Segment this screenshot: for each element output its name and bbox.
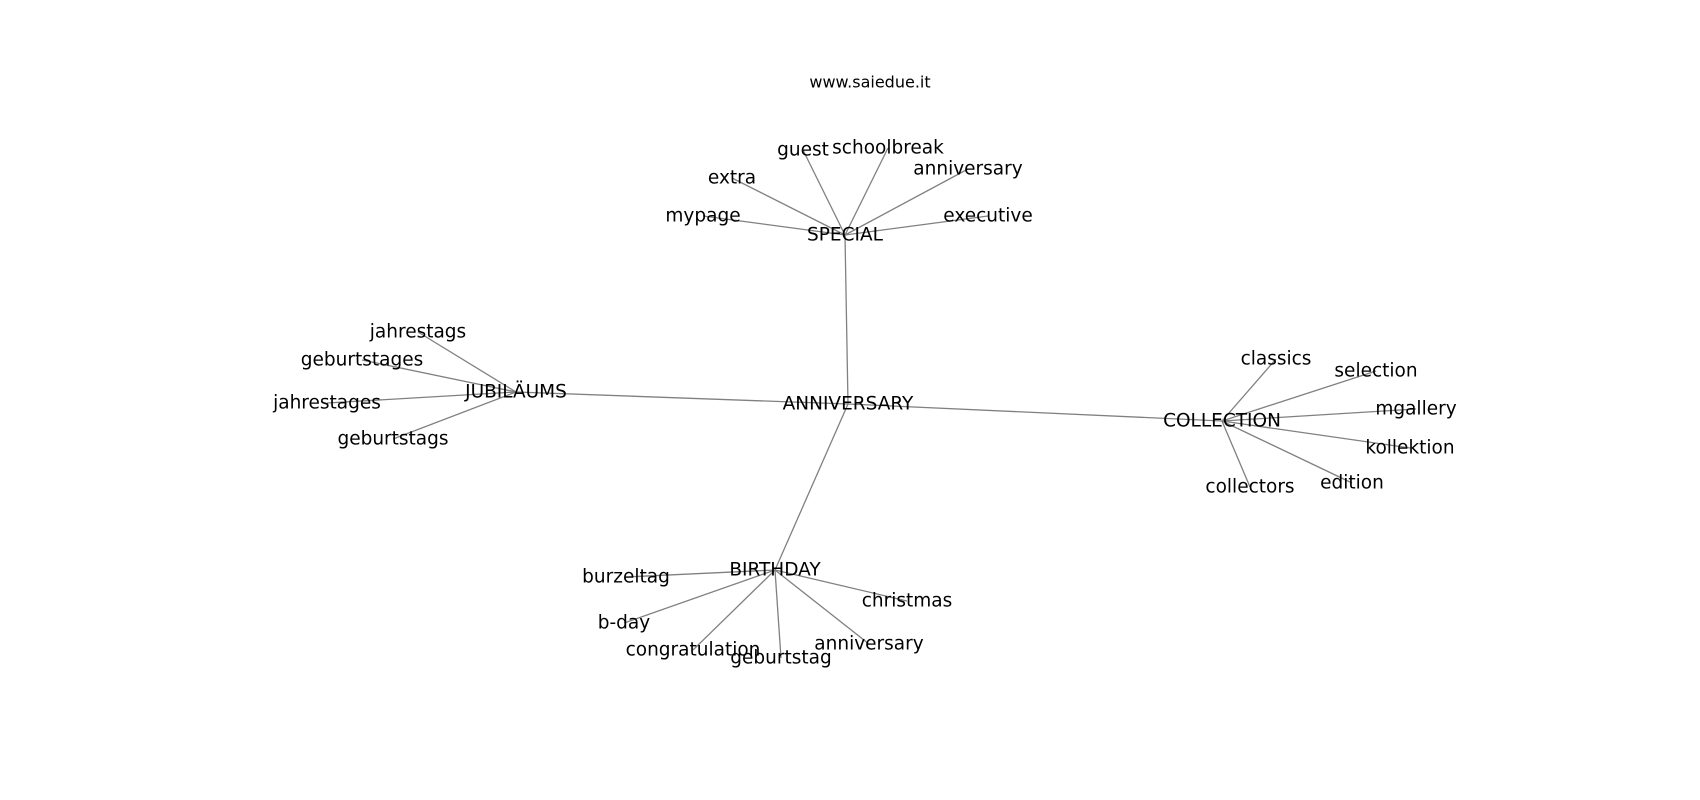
edge-jubil-ums-leaf-1 [361, 359, 517, 393]
leaf-node-collection-4: collectors [1205, 477, 1294, 498]
edge-special-leaf-4 [702, 215, 846, 236]
edge-birthday-leaf-2 [692, 569, 776, 651]
leaf-node-jubil-ums-1: geburtstages [301, 350, 423, 371]
leaf-node-birthday-0: burzeltag [582, 567, 670, 588]
edge-jubil-ums-leaf-3 [392, 391, 517, 440]
edge-center-jubil-ums [515, 391, 849, 405]
edge-birthday-leaf-5 [774, 569, 908, 602]
leaf-node-collection-0: classics [1241, 349, 1312, 370]
leaf-node-collection-2: mgallery [1375, 399, 1456, 420]
edge-jubil-ums-leaf-0 [417, 331, 517, 393]
hub-node-collection: COLLECTION [1163, 411, 1281, 432]
source-label: www.saiedue.it [809, 73, 930, 92]
edge-collection-leaf-4 [1221, 420, 1251, 488]
leaf-node-birthday-5: christmas [862, 591, 953, 612]
edge-special-leaf-0 [731, 177, 846, 236]
edge-center-birthday [774, 403, 849, 571]
edge-collection-leaf-5 [1221, 420, 1353, 484]
edge-collection-leaf-1 [1221, 370, 1377, 422]
edge-collection-leaf-0 [1221, 358, 1277, 422]
edge-birthday-leaf-0 [625, 569, 776, 578]
leaf-node-collection-3: kollektion [1365, 438, 1454, 459]
leaf-node-birthday-1: b-day [598, 613, 650, 634]
edge-special-leaf-3 [844, 168, 969, 236]
hub-node-birthday: BIRTHDAY [729, 560, 821, 581]
leaf-node-special-0: extra [708, 168, 756, 189]
leaf-node-special-5: executive [943, 206, 1032, 227]
center-node-label: ANNIVERSARY [783, 394, 914, 415]
edge-center-collection [847, 403, 1223, 422]
leaf-node-jubil-ums-2: jahrestages [272, 393, 381, 414]
edge-special-leaf-5 [844, 215, 989, 236]
edge-center-special [844, 234, 849, 405]
leaf-node-collection-1: selection [1334, 361, 1417, 382]
edge-layer [326, 147, 1417, 659]
edge-special-leaf-2 [844, 147, 889, 236]
leaf-node-special-4: mypage [665, 206, 740, 227]
edge-special-leaf-1 [802, 149, 846, 236]
leaf-node-jubil-ums-3: geburtstags [337, 429, 448, 450]
leaf-node-birthday-3: geburtstag [730, 648, 831, 669]
edge-birthday-leaf-4 [774, 569, 870, 645]
leaf-node-birthday-4: anniversary [814, 634, 923, 655]
edge-birthday-leaf-1 [623, 569, 776, 624]
edge-collection-leaf-3 [1221, 420, 1411, 449]
leaf-node-special-3: anniversary [913, 159, 1022, 180]
leaf-node-birthday-2: congratulation [626, 640, 761, 661]
hub-node-jubil-ums: JUBILÄUMS [464, 382, 567, 403]
leaf-node-jubil-ums-0: jahrestags [369, 322, 466, 343]
edge-collection-leaf-2 [1221, 408, 1417, 422]
edge-jubil-ums-leaf-2 [326, 391, 517, 404]
leaf-node-special-2: schoolbreak [832, 138, 944, 159]
leaf-node-collection-5: edition [1320, 473, 1384, 494]
edge-birthday-leaf-3 [774, 569, 782, 659]
hub-node-special: SPECIAL [807, 225, 884, 246]
leaf-node-special-1: guest [777, 140, 829, 161]
